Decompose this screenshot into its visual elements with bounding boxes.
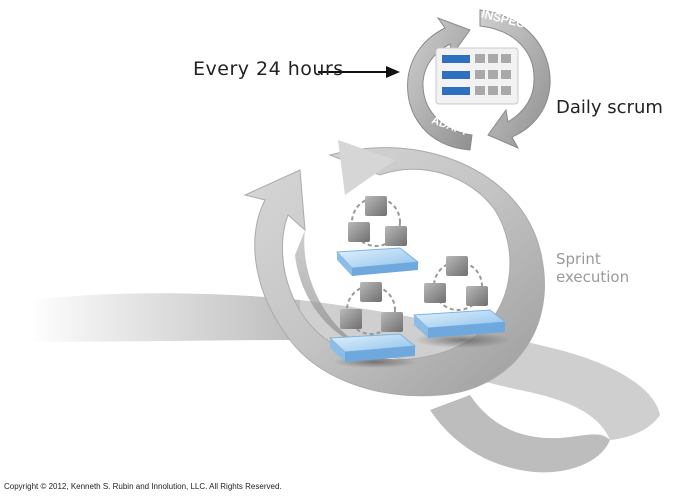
sprint-loop-arrowhead (338, 140, 395, 195)
every-24-hours-arrow (318, 66, 400, 78)
task-cube (424, 283, 446, 303)
task-cluster-2 (424, 256, 488, 311)
task-cube (340, 309, 362, 329)
backlog-bar (442, 55, 470, 63)
task-cluster-3 (340, 282, 403, 335)
backlog-bar (442, 87, 470, 95)
task-cube (381, 312, 403, 332)
flow-band-left (30, 293, 300, 342)
task-grid (475, 54, 511, 95)
task-cube (360, 282, 382, 302)
task-cube (365, 196, 387, 216)
sprint-platform-3 (328, 333, 417, 362)
task-cube (446, 256, 468, 276)
daily-scrum-ring: INSPECT ADAPT (407, 6, 551, 151)
backlog-bar (442, 71, 470, 79)
daily-scrum-label: Daily scrum (556, 97, 663, 118)
every-24-hours-label: Every 24 hours (193, 58, 344, 80)
sprint-loop-inner-shade (295, 230, 360, 345)
sprint-platform-1 (335, 247, 420, 276)
task-cluster-1 (348, 196, 407, 247)
sprint-loop-ring (243, 147, 545, 397)
task-cube (466, 286, 488, 306)
task-cube (385, 226, 407, 246)
task-cube (348, 222, 370, 242)
sprint-platform-2 (412, 309, 507, 338)
sprint-execution-label: Sprint execution (556, 250, 630, 286)
copyright-footer: Copyright © 2012, Kenneth S. Rubin and I… (4, 482, 282, 491)
flow-band-curl (430, 395, 610, 473)
